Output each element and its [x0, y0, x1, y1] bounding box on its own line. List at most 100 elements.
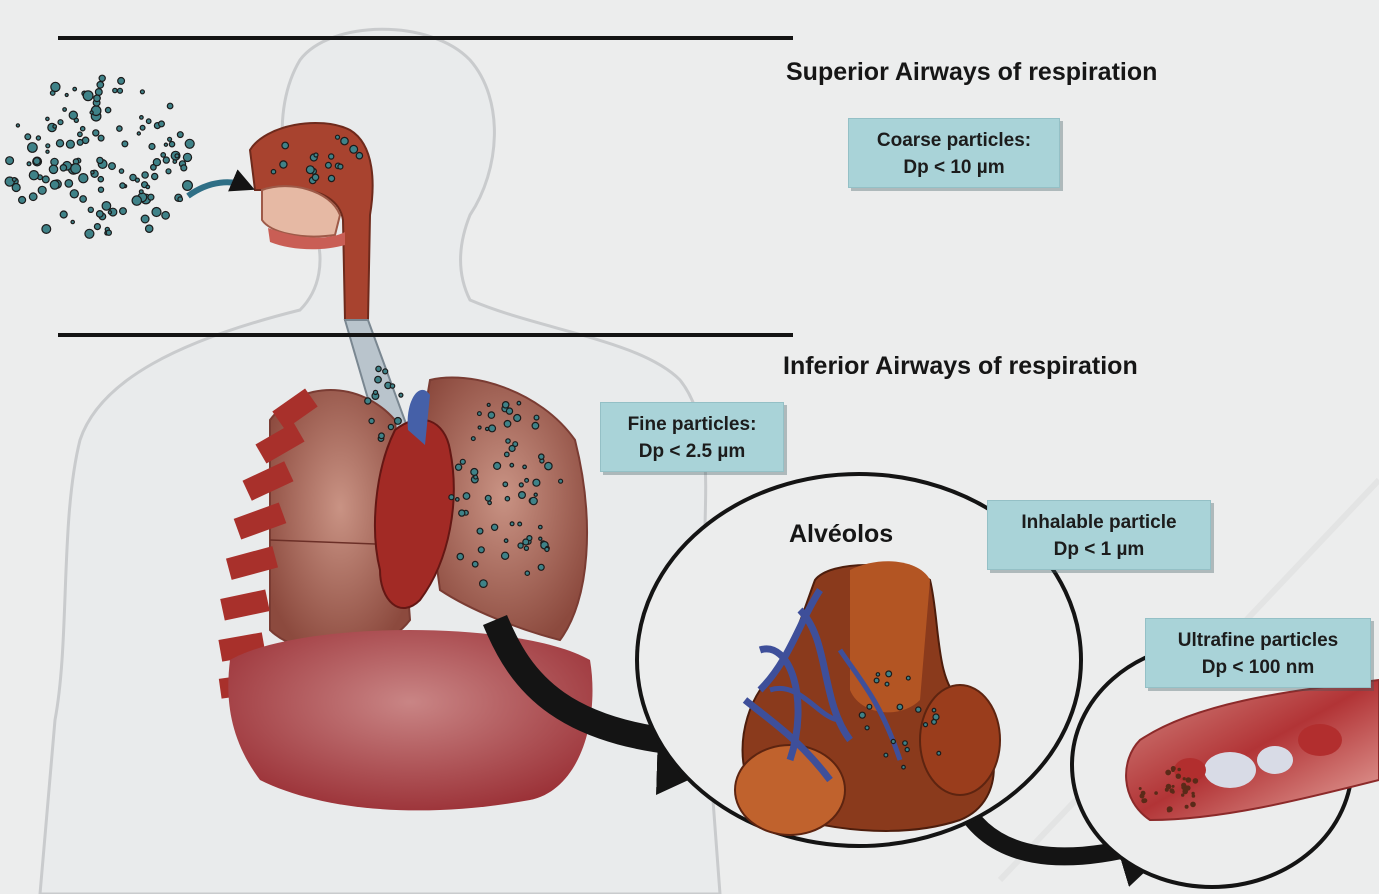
particle-dot	[81, 127, 85, 131]
particle-dot	[390, 384, 394, 388]
particle-dot	[534, 493, 537, 496]
particle-dot	[106, 230, 111, 235]
particle-dot	[369, 418, 374, 423]
particle-dot	[510, 522, 514, 526]
coarse-particles-size: Dp < 10 µm	[849, 154, 1059, 181]
particle-dot	[46, 144, 50, 148]
particle-dot	[102, 202, 111, 211]
particle-dot	[56, 140, 63, 147]
particle-dot	[937, 751, 941, 755]
particle-dot	[504, 421, 511, 428]
particle-dot	[16, 124, 19, 127]
particle-dot	[559, 479, 563, 483]
particle-dot	[161, 153, 166, 158]
particle-dot	[120, 208, 127, 215]
particle-dot	[33, 158, 40, 165]
particle-dot	[183, 181, 193, 191]
abdomen	[228, 630, 592, 810]
particle-dot	[932, 720, 937, 725]
particle-dot	[164, 143, 167, 146]
particle-dot	[518, 543, 523, 548]
particle-dot	[457, 553, 463, 559]
particle-dot	[1140, 794, 1145, 799]
particle-dot	[379, 433, 385, 439]
particle-dot	[119, 169, 123, 173]
particle-dot	[140, 116, 144, 120]
particle-dot	[65, 180, 73, 188]
inhalation-arrow-icon	[188, 182, 246, 196]
superior-airways-heading: Superior Airways of respiration	[786, 58, 1157, 87]
particle-dot	[456, 498, 460, 502]
particle-dot	[12, 178, 16, 182]
particle-dot	[71, 164, 81, 174]
particle-dot	[95, 89, 102, 96]
particle-dot	[60, 165, 66, 171]
particle-dot	[545, 547, 549, 551]
particle-dot	[146, 225, 153, 232]
particle-dot	[539, 525, 543, 529]
particle-dot	[1154, 791, 1158, 795]
particle-dot	[472, 561, 478, 567]
particle-dot	[1181, 783, 1186, 788]
particle-dot	[903, 741, 908, 746]
particle-dot	[478, 547, 484, 553]
particle-dot	[25, 134, 31, 140]
particle-dot	[329, 154, 334, 159]
particle-dot	[897, 704, 903, 710]
particle-dot	[341, 137, 348, 144]
particle-dot	[356, 153, 362, 159]
particle-dot	[79, 174, 88, 183]
particle-dot	[271, 170, 275, 174]
particle-dot	[506, 439, 510, 443]
particle-dot	[530, 497, 537, 504]
particle-dot	[478, 412, 482, 416]
particle-dot	[477, 528, 483, 534]
particle-dot	[399, 393, 403, 397]
particle-dot	[505, 497, 509, 501]
particle-dot	[1193, 778, 1199, 784]
particle-dot	[168, 137, 172, 141]
alveolus-title: Alvéolos	[789, 520, 893, 549]
particle-dot	[97, 82, 104, 89]
particle-dot	[489, 425, 496, 432]
particle-dot	[166, 169, 171, 174]
particle-dot	[36, 136, 40, 140]
particle-dot	[1166, 784, 1172, 790]
particle-dot	[539, 454, 544, 459]
particle-dot	[916, 707, 921, 712]
particle-dot	[874, 678, 879, 683]
particle-dot	[28, 143, 38, 153]
particle-dot	[504, 539, 508, 543]
particle-dot	[459, 510, 465, 516]
particle-dot	[42, 176, 49, 183]
particle-dot	[12, 184, 20, 192]
particle-dot	[98, 177, 103, 182]
particle-dot	[449, 495, 454, 500]
particle-dot	[518, 522, 522, 526]
particle-dot	[142, 172, 148, 178]
particle-dot	[282, 142, 289, 149]
particle-dot	[177, 132, 183, 138]
ultrafine-particles-size: Dp < 100 nm	[1146, 654, 1370, 681]
particle-dot	[97, 211, 104, 218]
particle-dot	[46, 150, 49, 153]
particle-dot	[1181, 793, 1184, 796]
particle-dot	[162, 212, 170, 220]
particle-dot	[876, 673, 879, 676]
particle-dot	[27, 162, 31, 166]
particle-dot	[336, 135, 340, 139]
particle-dot	[140, 125, 145, 130]
particle-dot	[63, 108, 67, 112]
particle-dot	[29, 193, 37, 201]
particle-dot	[376, 366, 381, 371]
particle-dot	[395, 418, 402, 425]
particle-dot	[139, 190, 143, 194]
particle-dot	[525, 571, 529, 575]
particle-dot	[1190, 802, 1196, 808]
particle-dot	[173, 160, 177, 164]
particle-dot	[1171, 766, 1176, 771]
particle-dot	[97, 157, 103, 163]
particle-dot	[149, 144, 155, 150]
particle-dot	[98, 187, 103, 192]
